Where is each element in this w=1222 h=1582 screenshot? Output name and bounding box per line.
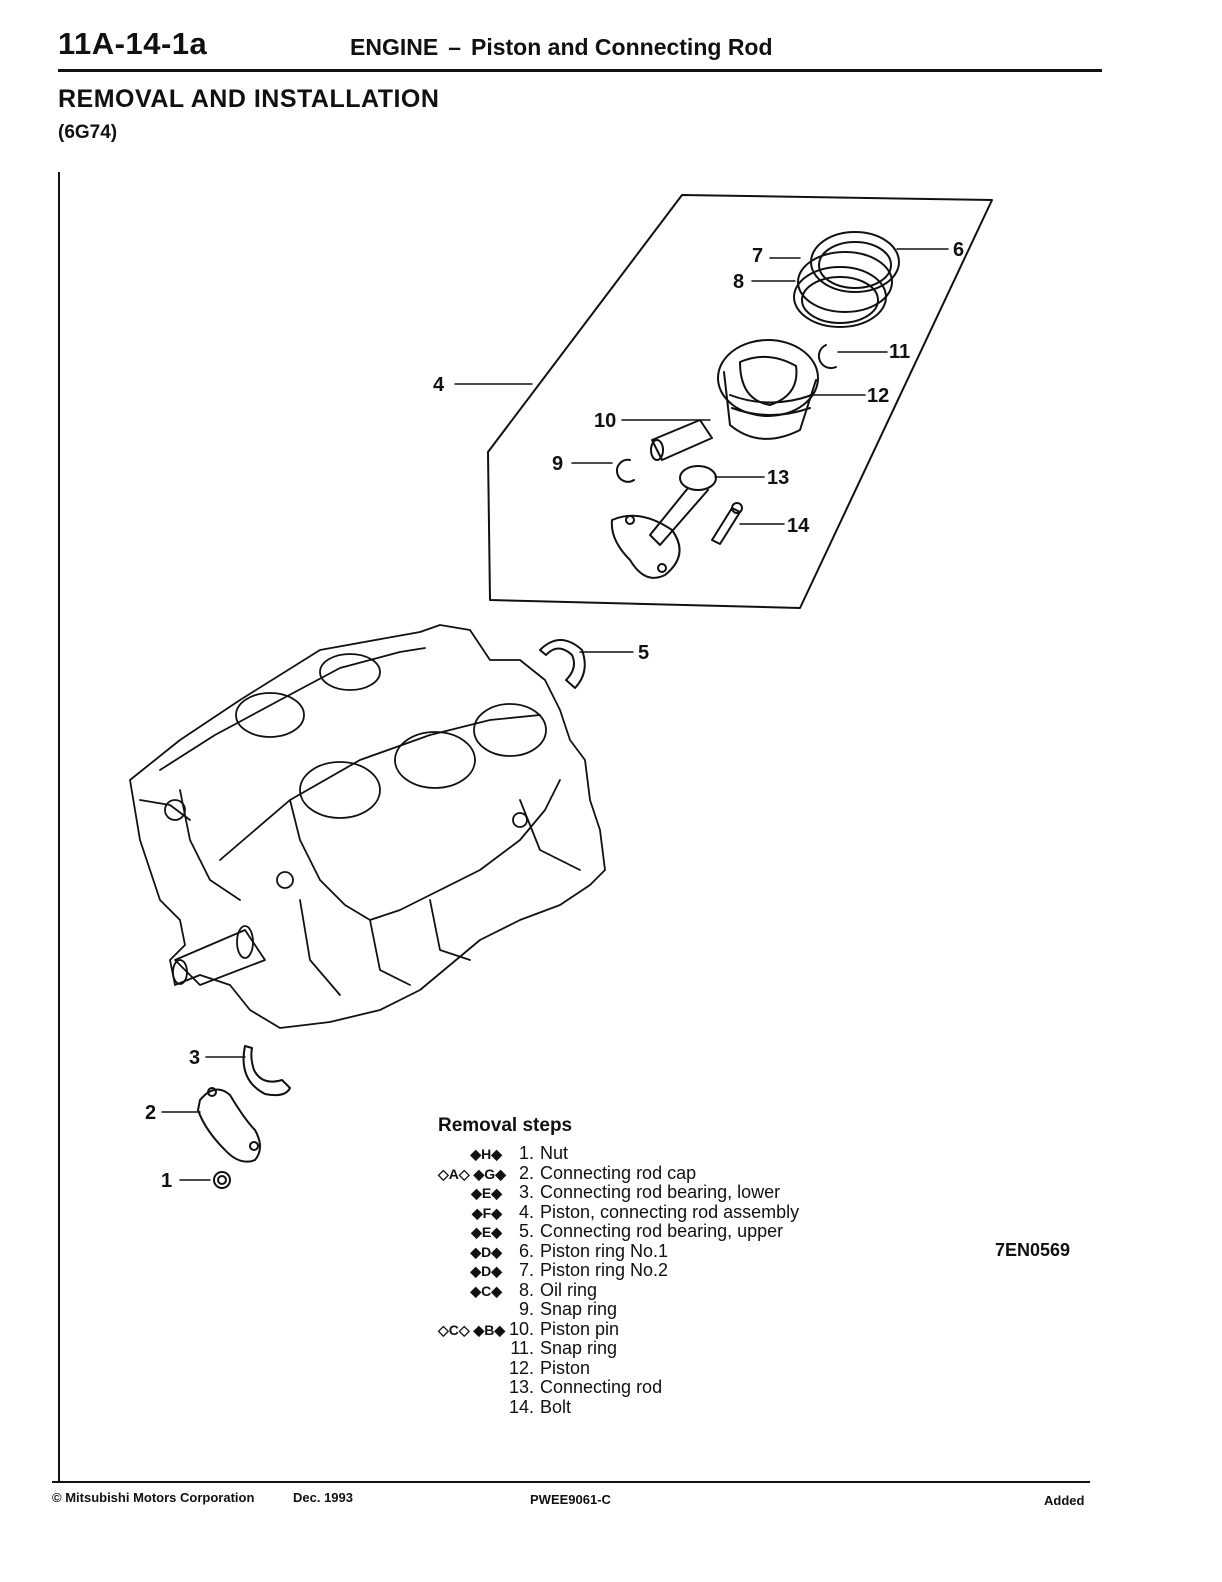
snap-ring-right bbox=[817, 344, 837, 370]
step-number: 12. bbox=[508, 1357, 534, 1378]
step-service-marks: ◆D◆ bbox=[470, 1263, 502, 1279]
step-number: 7. bbox=[518, 1260, 534, 1280]
callout-14: 14 bbox=[787, 515, 810, 537]
step-label: Piston, connecting rod assembly bbox=[540, 1201, 800, 1222]
step-label: Piston ring No.2 bbox=[540, 1260, 669, 1280]
step-item: ◇C◇ ◆B◆10. Piston pin bbox=[438, 1319, 799, 1339]
step-label: Piston ring No.1 bbox=[540, 1240, 669, 1261]
header-title-sub: Piston and Connecting Rod bbox=[470, 34, 773, 60]
nut bbox=[213, 1171, 231, 1189]
step-service-marks: ◇A◇ ◆G◆ bbox=[438, 1165, 506, 1182]
section-subtitle: (6G74) bbox=[58, 122, 118, 143]
callout-4: 4 bbox=[433, 374, 445, 396]
connecting-rod bbox=[610, 465, 717, 579]
callouts: 1 2 3 4 5 6 7 8 9 10 11 12 13 14 bbox=[145, 239, 964, 1192]
removal-steps: Removal steps ◆H◆ 1. Nut ◇A◇ ◆G◆ 2. Connectin… bbox=[438, 1115, 799, 1417]
step-item: 14. Bolt bbox=[438, 1397, 799, 1417]
step-label: Oil ring bbox=[540, 1279, 598, 1300]
footer-copyright: © Mitsubishi Motors Corporation bbox=[52, 1490, 255, 1505]
callout-13: 13 bbox=[767, 467, 789, 489]
callout-1: 1 bbox=[161, 1170, 172, 1192]
callout-5: 5 bbox=[638, 642, 649, 664]
step-number: 5. bbox=[518, 1221, 534, 1241]
page-number: 11A-14-1a bbox=[58, 26, 208, 61]
piston-pin bbox=[650, 419, 713, 461]
step-number: 11. bbox=[510, 1338, 534, 1358]
removal-steps-title: Removal steps bbox=[438, 1115, 573, 1136]
step-item: 12. Piston bbox=[438, 1358, 799, 1378]
step-number: 14. bbox=[508, 1396, 534, 1417]
bearing-lower bbox=[242, 1045, 291, 1097]
step-item: ◆D◆ 7. Piston ring No.2 bbox=[438, 1260, 799, 1280]
step-number: 1. bbox=[518, 1143, 534, 1163]
step-item: ◆F◆ 4. Piston, connecting rod assembly bbox=[438, 1202, 799, 1222]
header-divider bbox=[58, 69, 1102, 72]
step-service-marks: ◆E◆ bbox=[471, 1185, 502, 1201]
callout-7: 7 bbox=[752, 245, 763, 267]
piston-assembly-box bbox=[487, 194, 993, 609]
snap-ring-left bbox=[615, 458, 635, 483]
step-service-marks: ◆C◆ bbox=[470, 1282, 502, 1299]
callout-6: 6 bbox=[953, 239, 964, 261]
step-item: 13. Connecting rod bbox=[438, 1377, 799, 1397]
removal-steps-list: ◆H◆ 1. Nut ◇A◇ ◆G◆ 2. Connecting rod cap ◆E◆ 3.… bbox=[438, 1143, 799, 1417]
step-service-marks: ◆F◆ bbox=[471, 1204, 502, 1221]
callout-12: 12 bbox=[867, 385, 889, 407]
leader-lines bbox=[161, 248, 949, 1181]
header-title: ENGINE–Piston and Connecting Rod bbox=[350, 34, 773, 61]
rod-cap bbox=[197, 1087, 261, 1163]
figure-id: 7EN0569 bbox=[995, 1240, 1071, 1260]
step-number: 9. bbox=[518, 1299, 534, 1319]
step-label: Bolt bbox=[540, 1396, 572, 1417]
step-number: 8. bbox=[518, 1279, 534, 1300]
step-number: 13. bbox=[508, 1377, 534, 1397]
step-item: ◆D◆ 6. Piston ring No.1 bbox=[438, 1241, 799, 1261]
step-number: 4. bbox=[518, 1201, 534, 1222]
step-label: Nut bbox=[540, 1143, 569, 1163]
bearing-upper bbox=[539, 639, 586, 689]
footer-code: PWEE9061-C bbox=[530, 1492, 611, 1507]
step-number: 6. bbox=[518, 1240, 534, 1261]
engine-block bbox=[129, 624, 606, 1029]
step-label: Connecting rod bearing, upper bbox=[540, 1221, 784, 1241]
step-label: Piston pin bbox=[540, 1318, 620, 1339]
step-label: Connecting rod bbox=[540, 1377, 663, 1397]
step-item: ◆C◆ 8. Oil ring bbox=[438, 1280, 799, 1300]
step-number: 2. bbox=[518, 1162, 534, 1183]
section-title: REMOVAL AND INSTALLATION bbox=[58, 85, 440, 113]
step-item: 9. Snap ring bbox=[438, 1299, 799, 1319]
step-item: ◆E◆ 3. Connecting rod bearing, lower bbox=[438, 1182, 799, 1202]
footer-date: Dec. 1993 bbox=[293, 1490, 353, 1505]
step-item: ◇A◇ ◆G◆ 2. Connecting rod cap bbox=[438, 1163, 799, 1183]
piston bbox=[717, 339, 819, 440]
rod-bolt bbox=[711, 502, 743, 545]
step-service-marks: ◆D◆ bbox=[470, 1243, 502, 1260]
piston-rings bbox=[793, 231, 900, 328]
exploded-diagram: 1 2 3 4 5 6 7 8 9 10 11 12 13 14 bbox=[129, 194, 993, 1192]
step-label: Connecting rod bearing, lower bbox=[540, 1182, 781, 1202]
step-service-marks: ◇C◇ ◆B◆ bbox=[438, 1321, 506, 1338]
bottom-border bbox=[52, 1481, 1090, 1483]
callout-8: 8 bbox=[733, 271, 744, 293]
step-item: 11. Snap ring bbox=[438, 1338, 799, 1358]
step-number: 10. bbox=[508, 1318, 534, 1339]
callout-11: 11 bbox=[889, 341, 910, 363]
callout-2: 2 bbox=[145, 1102, 156, 1124]
step-label: Snap ring bbox=[540, 1338, 618, 1358]
callout-9: 9 bbox=[552, 453, 563, 475]
callout-10: 10 bbox=[594, 410, 616, 432]
step-label: Connecting rod cap bbox=[540, 1162, 697, 1183]
step-item: ◆E◆ 5. Connecting rod bearing, upper bbox=[438, 1221, 799, 1241]
step-number: 3. bbox=[518, 1182, 534, 1202]
header-title-separator: – bbox=[448, 34, 461, 60]
step-label: Snap ring bbox=[540, 1299, 618, 1319]
footer-status: Added bbox=[1044, 1493, 1085, 1508]
step-service-marks: ◆E◆ bbox=[471, 1224, 502, 1240]
header-title-main: ENGINE bbox=[350, 34, 439, 60]
step-label: Piston bbox=[540, 1357, 591, 1378]
left-border bbox=[58, 172, 60, 1482]
callout-3: 3 bbox=[189, 1047, 200, 1069]
step-item: ◆H◆ 1. Nut bbox=[438, 1143, 799, 1163]
step-service-marks: ◆H◆ bbox=[470, 1146, 502, 1162]
